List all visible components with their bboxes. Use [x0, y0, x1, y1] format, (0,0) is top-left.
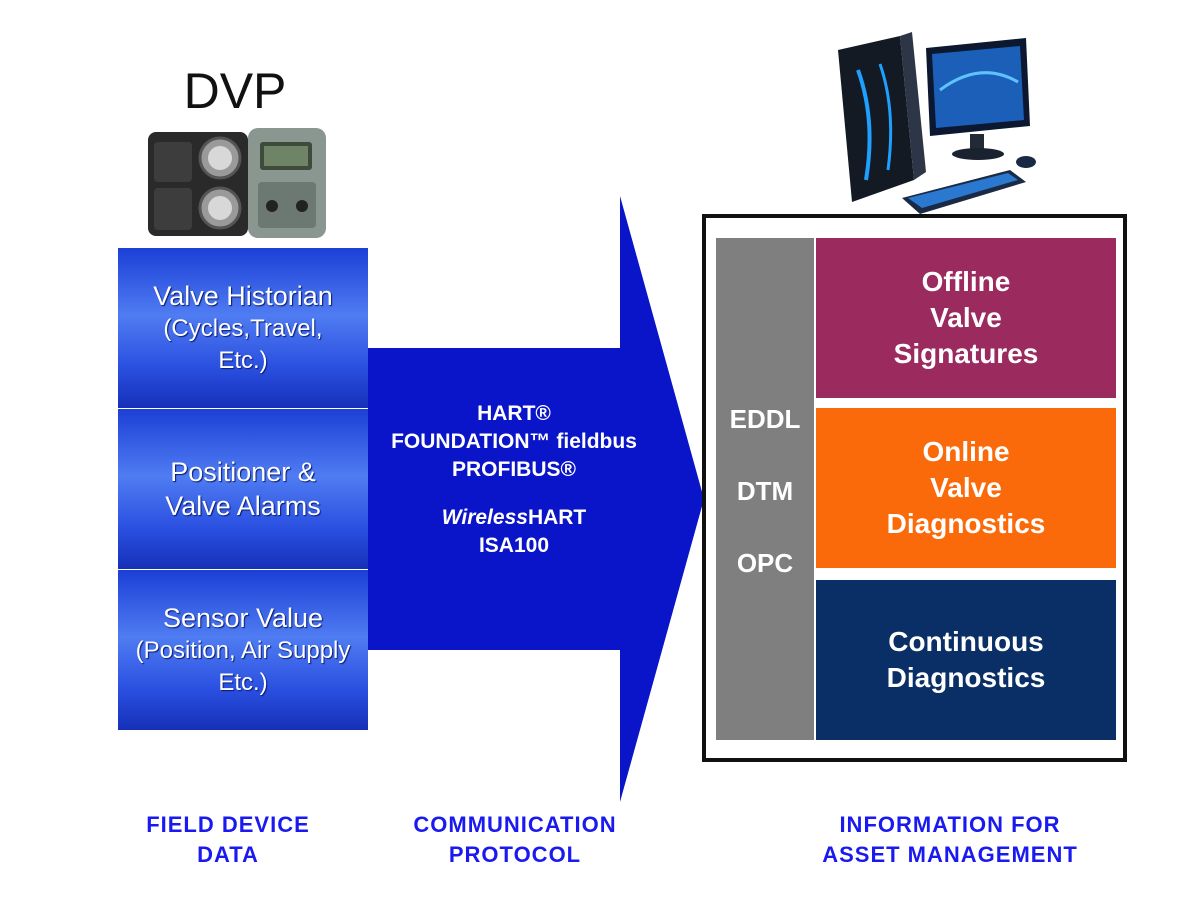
online-line1: Online [922, 436, 1010, 467]
continuous-diagnostics-box: Continuous Diagnostics [816, 580, 1116, 740]
sensor-value-detail: (Position, Air Supply Etc.) [135, 637, 351, 696]
label-opc: OPC [736, 548, 794, 578]
offline-line2: Valve [930, 302, 1002, 333]
asset-caption: INFORMATION FOR ASSET MANAGEMENT [790, 810, 1110, 870]
communication-arrow [368, 196, 704, 802]
positioner-device-image [148, 128, 326, 238]
computer-workstation-image [838, 32, 1036, 214]
valve-historian-block: Valve Historian (Cycles,Travel, Etc.) [118, 248, 368, 408]
field-device-caption-line1: FIELD DEVICE [146, 812, 310, 837]
protocol-foundation-fieldbus: FOUNDATION™ fieldbus [391, 430, 637, 453]
protocol-list: HART® FOUNDATION™ fieldbus PROFIBUS® Wir… [372, 400, 656, 560]
field-device-caption-line2: DATA [197, 842, 259, 867]
offline-line1: Offline [921, 266, 1011, 297]
label-dtm: DTM [736, 476, 794, 506]
protocol-profibus: PROFIBUS® [452, 458, 576, 481]
online-line2: Valve [930, 472, 1002, 503]
valve-historian-detail: (Cycles,Travel, Etc.) [163, 315, 323, 374]
sensor-value-title: Sensor Value [162, 603, 324, 633]
protocol-caption: COMMUNICATION PROTOCOL [385, 810, 645, 870]
protocol-hart: HART® [477, 402, 551, 425]
integration-standards-bar: EDDL DTM OPC [716, 238, 814, 740]
positioner-alarms-line1: Positioner & [170, 457, 316, 487]
continuous-line1: Continuous [888, 626, 1044, 657]
field-device-caption: FIELD DEVICE DATA [118, 810, 338, 870]
field-device-data-stack: Valve Historian (Cycles,Travel, Etc.) Po… [118, 248, 368, 730]
protocol-wireless-italic: Wireless [441, 506, 528, 529]
protocol-wirelesshart: WirelessHART [372, 504, 656, 532]
asset-caption-line2: ASSET MANAGEMENT [822, 842, 1078, 867]
valve-historian-title: Valve Historian [153, 281, 333, 311]
online-line3: Diagnostics [886, 508, 1046, 539]
offline-line3: Signatures [893, 338, 1039, 369]
positioner-alarms-line2: Valve Alarms [165, 491, 321, 521]
protocol-isa100: ISA100 [478, 534, 550, 557]
continuous-line2: Diagnostics [886, 662, 1046, 693]
offline-valve-signatures-box: Offline Valve Signatures [816, 238, 1116, 398]
sensor-value-block: Sensor Value (Position, Air Supply Etc.) [118, 570, 368, 730]
asset-caption-line1: INFORMATION FOR [839, 812, 1061, 837]
label-eddl: EDDL [729, 404, 801, 434]
protocol-caption-line1: COMMUNICATION [413, 812, 617, 837]
positioner-alarms-block: Positioner & Valve Alarms [118, 409, 368, 569]
dvp-title: DVP [183, 63, 287, 119]
online-valve-diagnostics-box: Online Valve Diagnostics [816, 408, 1116, 568]
protocol-wireless-hart: HART [527, 506, 587, 529]
protocol-caption-line2: PROTOCOL [448, 842, 582, 867]
